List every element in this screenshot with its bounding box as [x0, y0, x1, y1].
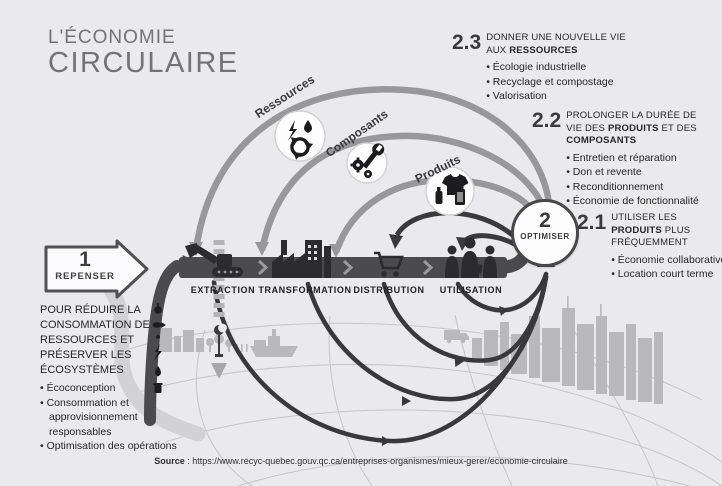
wrench-icon [362, 143, 385, 169]
factory-icon [272, 240, 331, 278]
bottle-icon [435, 187, 443, 204]
block-repenser-text: POUR RÉDUIRE LA CONSOMMATION DE RESSOURC… [40, 303, 182, 454]
block-2-1: 2.1 UTILISER LES PRODUITS PLUS FRÉQUEMME… [577, 212, 722, 282]
page-title: L'ÉCONOMIE CIRCULAIRE [48, 27, 239, 79]
resources-circle [274, 110, 326, 162]
water-drop-icon [304, 120, 312, 133]
recycle-icon [290, 137, 313, 160]
dark-loop-arrowheads [389, 234, 470, 251]
utilisation-people-icon [445, 237, 497, 278]
return-arcs-bottom [211, 271, 549, 444]
list-item: Écoconception [40, 381, 182, 396]
step-1-label: REPENSER [55, 271, 115, 282]
source-url: : https://www.recyc-quebec.gouv.qc.ca/en… [184, 456, 568, 466]
list-item: Reconditionnement [566, 180, 699, 195]
source-line: Source : https://www.recyc-quebec.gouv.q… [0, 456, 722, 466]
block-2-3-number: 2.3 [452, 31, 482, 54]
step-2-label: OPTIMISER [520, 232, 570, 241]
extraction-icon [185, 243, 243, 277]
ship-icon [250, 329, 298, 357]
components-circle [346, 142, 388, 184]
stage-label-distribution: DISTRIBUTION [353, 285, 425, 295]
block-2-2: 2.2 PROLONGER LA DURÉE DE VIE DES PRODUI… [532, 110, 699, 209]
distribution-cart-icon [374, 251, 404, 277]
waste-icons [152, 303, 166, 393]
gear-icon [350, 157, 372, 178]
products-circle [425, 166, 475, 216]
list-item: Économie de fonctionnalité [566, 194, 699, 209]
block-2-3-bullets: Écologie industrielle Recyclage et compo… [486, 60, 626, 104]
list-item: Don et revente [566, 165, 699, 180]
block-2-2-number: 2.2 [532, 109, 562, 132]
step-1-number: 1 [79, 248, 91, 271]
pipe-arrowhead [182, 255, 196, 271]
source-label: Source [154, 456, 185, 466]
stage-label-extraction: EXTRACTION [190, 285, 256, 295]
list-item: Économie collaborative [611, 253, 722, 268]
title-line1: L'ÉCONOMIE [48, 27, 176, 48]
list-item: Recyclage et compostage [486, 75, 626, 90]
stage-label-utilisation: UTILISATION [439, 285, 503, 295]
block-repenser-bullets: Écoconception Consommation et approvisio… [40, 381, 182, 454]
fish-bone-icon [152, 322, 162, 328]
truck-icon [444, 330, 469, 344]
list-item: Écologie industrielle [486, 60, 626, 75]
street-lamp-icon [214, 323, 227, 357]
block-2-2-bullets: Entretien et réparation Don et revente R… [566, 151, 699, 209]
energy-lightning-icon [288, 120, 297, 141]
title-line2: CIRCULAIRE [48, 46, 239, 79]
list-item: Location court terme [611, 267, 722, 282]
phone-icon [455, 189, 465, 205]
stage-label-transformation: TRANSFORMATION [258, 285, 352, 295]
city-skyline-left [148, 328, 248, 352]
list-item: Consommation et approvisionnement respon… [40, 396, 182, 440]
band-chevrons [257, 259, 434, 276]
step-2-number: 2 [539, 209, 551, 232]
repenser-badge-shape [44, 239, 149, 299]
lightning-icon [154, 344, 162, 361]
elimination-arrowhead [211, 363, 227, 379]
list-item: Entretien et réparation [566, 151, 699, 166]
list-item: Optimisation des opérations [40, 439, 182, 454]
block-2-1-number: 2.1 [577, 211, 607, 234]
dot-icon [156, 335, 160, 339]
drop-icon [154, 366, 162, 377]
list-item: Valorisation [486, 89, 626, 104]
apple-core-icon [157, 303, 159, 307]
optimiser-badge: 2 OPTIMISER [511, 199, 579, 267]
block-2-3: 2.3 DONNER UNE NOUVELLE VIE AUX RESSOURC… [452, 32, 626, 104]
block-2-1-bullets: Économie collaborative Location court te… [611, 253, 722, 282]
repenser-badge: 1 REPENSER [52, 248, 118, 283]
